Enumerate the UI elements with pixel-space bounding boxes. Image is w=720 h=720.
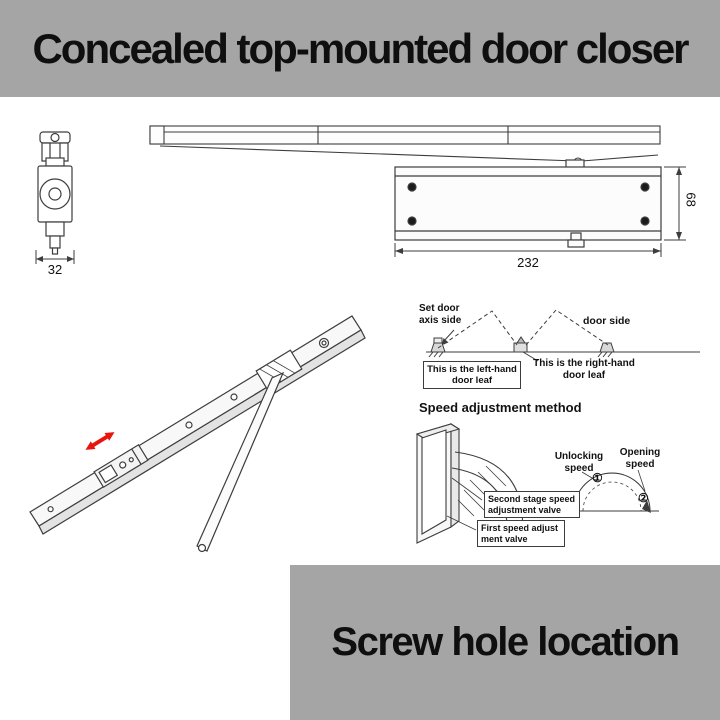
dimension-body-height: 68 (683, 192, 699, 207)
door-side-label: door side (583, 315, 631, 327)
closer-arm (196, 371, 285, 552)
bottom-section-title: Screw hole location (331, 620, 680, 664)
dimension-body-length: 232 (517, 255, 539, 270)
slide-direction-arrow-icon (85, 432, 115, 450)
body-front-view (394, 159, 662, 248)
bottom-banner: Screw hole location (290, 565, 720, 720)
end-view-dimension (35, 250, 75, 264)
speed-marker-1: ① (592, 471, 603, 485)
page-title: Concealed top-mounted door closer (32, 24, 689, 72)
top-view-rail (149, 125, 661, 167)
speed-adjustment-heading: Speed adjustment method (419, 400, 582, 415)
screw-hole-icon (407, 216, 417, 226)
end-view-drawing (37, 131, 73, 255)
left-hand-leaf-label: This is the left-hand door leaf (423, 361, 521, 390)
right-hand-leaf-label: This is the right-hand door leaf (533, 358, 635, 381)
dimension-end-width: 32 (47, 262, 63, 277)
iso-rail-drawing (29, 315, 366, 553)
second-stage-valve-label: Second stage speed adjustment valve (484, 491, 580, 519)
set-door-axis-label: Set door axis side (419, 303, 462, 326)
arm-slider-block (255, 349, 303, 391)
screw-hole-icon (407, 182, 417, 192)
speed-marker-2: ② (638, 491, 649, 505)
body-length-dimension (394, 243, 662, 257)
top-banner: Concealed top-mounted door closer (0, 0, 720, 97)
body-height-dimension (664, 166, 686, 241)
screw-hole-icon (640, 182, 650, 192)
closer-body-block (93, 443, 149, 489)
unlocking-speed-label: Unlocking speed (554, 451, 604, 474)
swing-diagram (426, 309, 700, 362)
first-speed-valve-label: First speed adjust ment valve (477, 520, 565, 548)
screw-hole-icon (640, 216, 650, 226)
opening-speed-label: Opening speed (619, 447, 661, 470)
